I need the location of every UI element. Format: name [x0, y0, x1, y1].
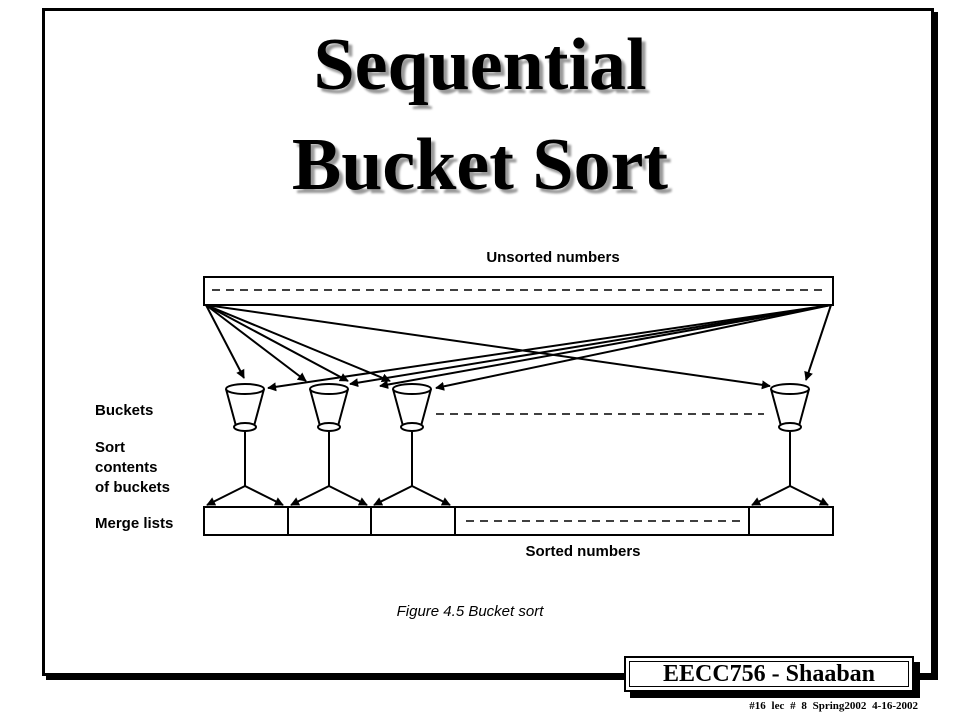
course-badge: EECC756 - Shaaban	[624, 656, 914, 692]
slide-footer: #16 lec # 8 Spring2002 4-16-2002	[749, 700, 918, 712]
arrow-right-to-bucket-3b	[435, 304, 832, 391]
sorted-numbers-label: Sorted numbers	[525, 543, 640, 560]
bucket-4	[770, 383, 810, 432]
figure-caption: Figure 4.5 Bucket sort	[397, 603, 545, 620]
sort-label-line-1: Sort	[95, 439, 125, 456]
arrow-left-to-bucket-3	[205, 304, 391, 383]
arrow-left-to-bucket-4	[205, 304, 771, 390]
arrow-right-to-bucket-1	[267, 304, 832, 392]
unsorted-numbers-label: Unsorted numbers	[486, 249, 619, 266]
bucket-2	[309, 383, 349, 432]
slide-title-line-2: Bucket Sort	[291, 124, 669, 206]
distribution-arrows	[205, 304, 832, 392]
merge-forks	[206, 432, 829, 506]
sorted-array	[203, 506, 834, 536]
arrow-left-to-bucket-2a	[205, 304, 307, 382]
sort-label-line-3: of buckets	[95, 479, 170, 496]
bucket-1	[225, 383, 265, 432]
buckets-label: Buckets	[95, 402, 153, 419]
bucket-3	[392, 383, 432, 432]
slide-frame	[42, 8, 934, 676]
slide-title-line-1: Sequential	[313, 24, 647, 106]
arrow-right-to-bucket-3a	[379, 304, 832, 389]
arrow-right-to-bucket-2	[349, 304, 832, 388]
merge-lists-label: Merge lists	[95, 515, 173, 532]
arrow-right-to-bucket-4	[804, 304, 832, 381]
arrow-left-to-bucket-1	[205, 304, 245, 379]
arrow-left-to-bucket-2b	[205, 304, 349, 382]
unsorted-array-box	[203, 276, 834, 306]
sort-label-line-2: contents	[95, 459, 158, 476]
